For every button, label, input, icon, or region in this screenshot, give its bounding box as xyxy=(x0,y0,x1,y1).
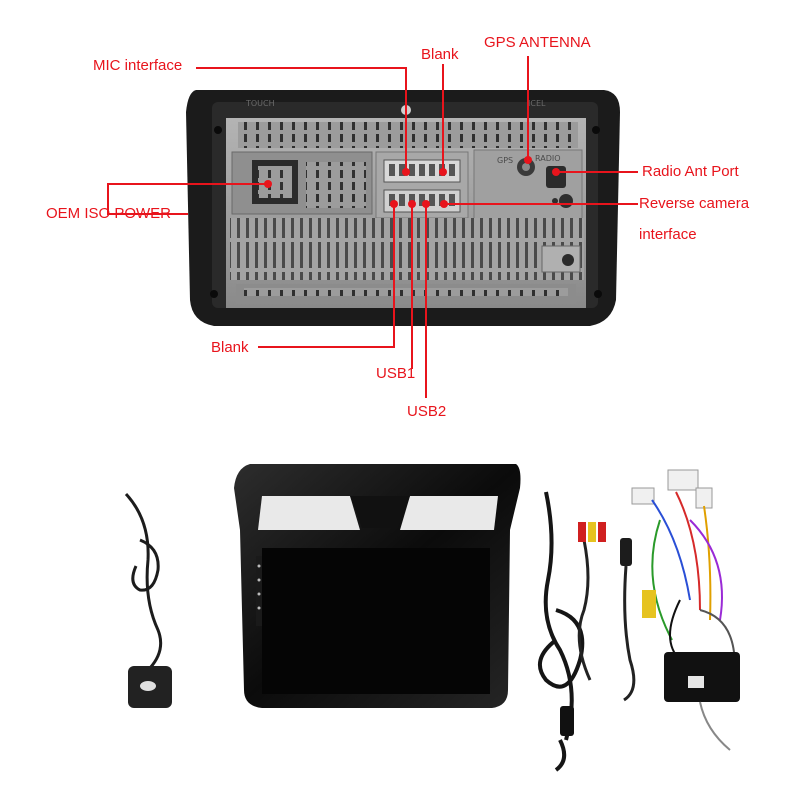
usb2-label: USB2 xyxy=(407,403,447,420)
head-unit-back xyxy=(186,90,620,326)
usb-cable-icon xyxy=(537,491,585,772)
screen xyxy=(262,548,490,694)
oem-iso-power-label: OEM ISO POWER xyxy=(46,205,172,222)
gps-antenna-puck-icon xyxy=(124,492,172,708)
camera-port-icon xyxy=(559,194,573,208)
mic-interface-label: MIC interface xyxy=(93,57,183,74)
usb1-label: USB1 xyxy=(376,365,416,382)
reverse-camera-label-line2: interface xyxy=(639,226,697,243)
gps-marking: GPS xyxy=(497,156,514,165)
radio-marking: RADIO xyxy=(535,154,561,163)
right-stamp: ICEL xyxy=(528,99,546,108)
blank-top-label: Blank xyxy=(421,46,459,63)
radio-ant-port-label: Radio Ant Port xyxy=(642,163,739,180)
blank-bottom-label: Blank xyxy=(211,339,249,356)
callout-lines xyxy=(107,56,638,398)
left-stamp: TOUCH xyxy=(246,99,275,108)
head-unit-icon xyxy=(234,464,521,708)
wiring-harness-icon xyxy=(631,469,740,751)
reverse-camera-label-line1: Reverse camera xyxy=(639,195,750,212)
rca-cable-icon xyxy=(577,522,606,681)
mic-cable-icon xyxy=(620,538,636,702)
gps-antenna-label: GPS ANTENNA xyxy=(484,34,591,51)
